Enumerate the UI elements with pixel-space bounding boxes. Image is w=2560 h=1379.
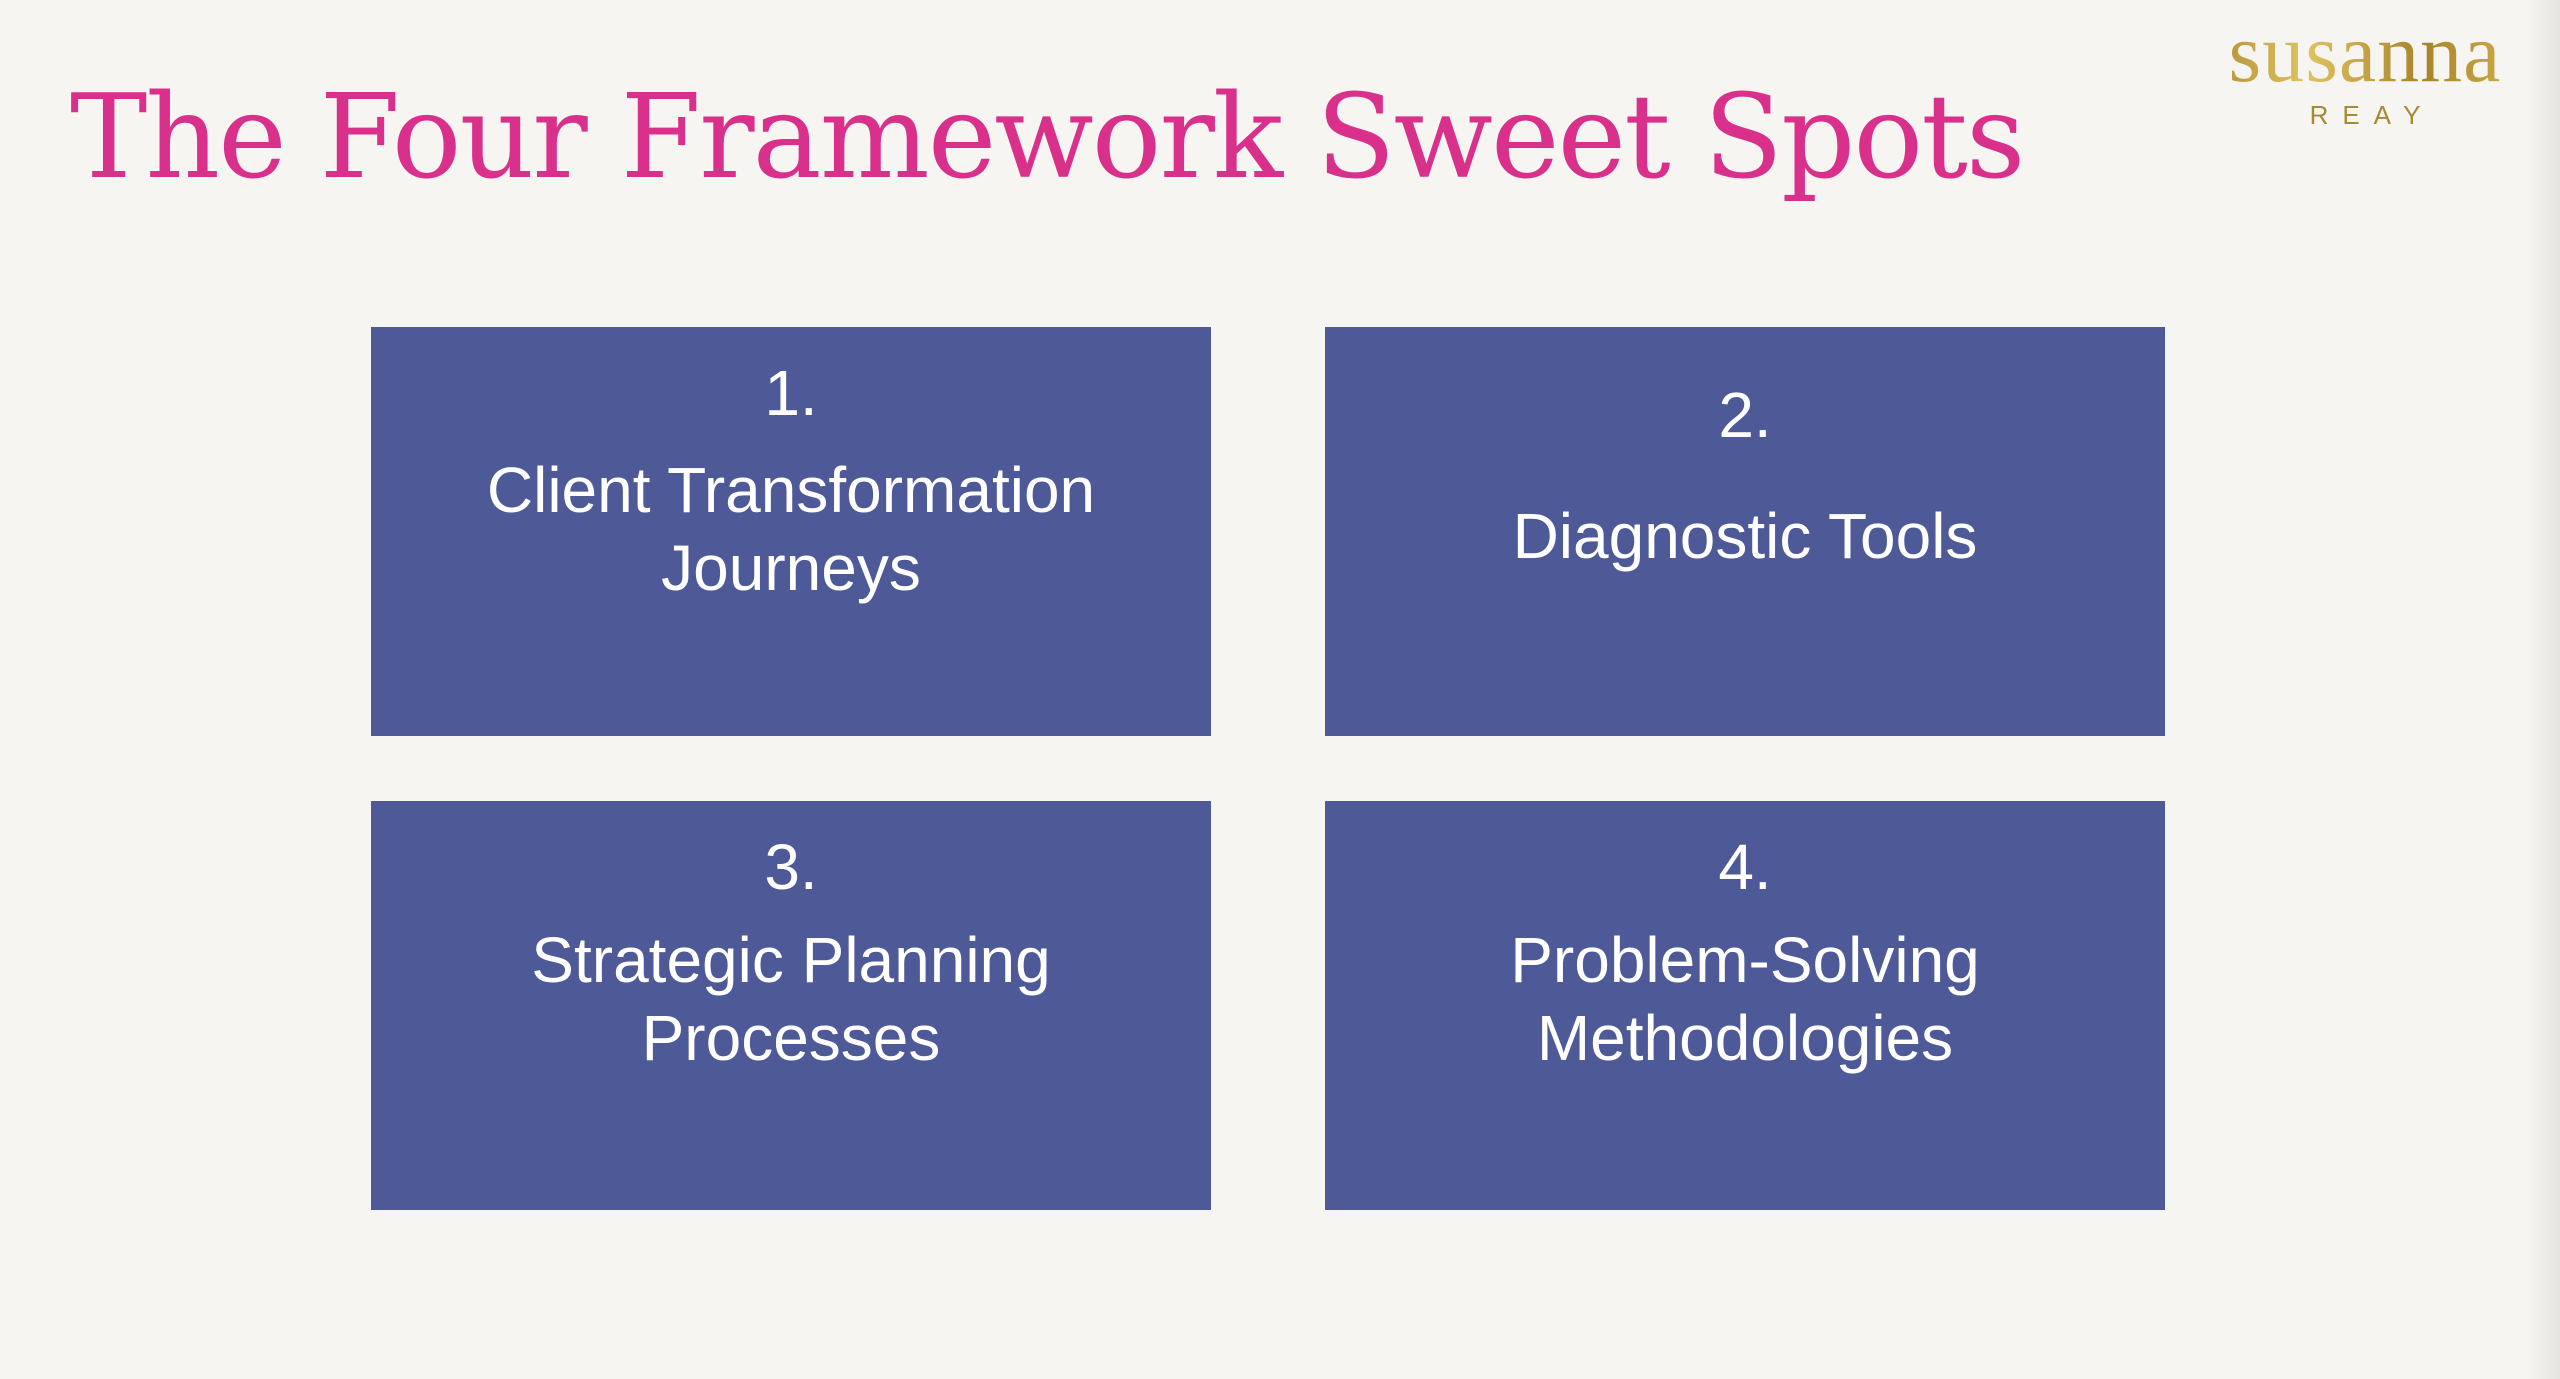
card-number: 4. bbox=[1718, 831, 1772, 903]
brand-logo: susanna REAY bbox=[2190, 12, 2540, 131]
card-label: Strategic Planning Processes bbox=[531, 921, 1050, 1077]
card-label-line: Strategic Planning bbox=[531, 924, 1051, 996]
sweet-spot-card-3: 3. Strategic Planning Processes bbox=[371, 801, 1211, 1210]
sweet-spot-card-2: 2. Diagnostic Tools bbox=[1325, 327, 2165, 736]
card-label: Problem-Solving Methodologies bbox=[1510, 921, 1980, 1077]
card-label-line: Diagnostic Tools bbox=[1512, 500, 1978, 572]
card-number: 1. bbox=[764, 357, 818, 429]
sweet-spot-card-1: 1. Client Transformation Journeys bbox=[371, 327, 1211, 736]
logo-subtitle: REAY bbox=[2309, 100, 2435, 130]
card-number: 2. bbox=[1718, 379, 1772, 451]
page-edge-shadow bbox=[2526, 0, 2560, 1379]
card-label-line: Client Transformation bbox=[486, 454, 1096, 526]
card-label-line: Journeys bbox=[661, 532, 921, 604]
card-label: Client Transformation Journeys bbox=[487, 451, 1095, 607]
card-label: Diagnostic Tools bbox=[1513, 497, 1978, 575]
card-label-line: Processes bbox=[641, 1002, 941, 1074]
slide-title: The Four Framework Sweet Spots bbox=[70, 70, 2025, 205]
sweet-spot-card-4: 4. Problem-Solving Methodologies bbox=[1325, 801, 2165, 1210]
card-label-line: Problem-Solving bbox=[1510, 924, 1980, 996]
logo-wordmark: susanna bbox=[2190, 12, 2540, 96]
card-label-line: Methodologies bbox=[1536, 1002, 1954, 1074]
card-number: 3. bbox=[764, 831, 818, 903]
